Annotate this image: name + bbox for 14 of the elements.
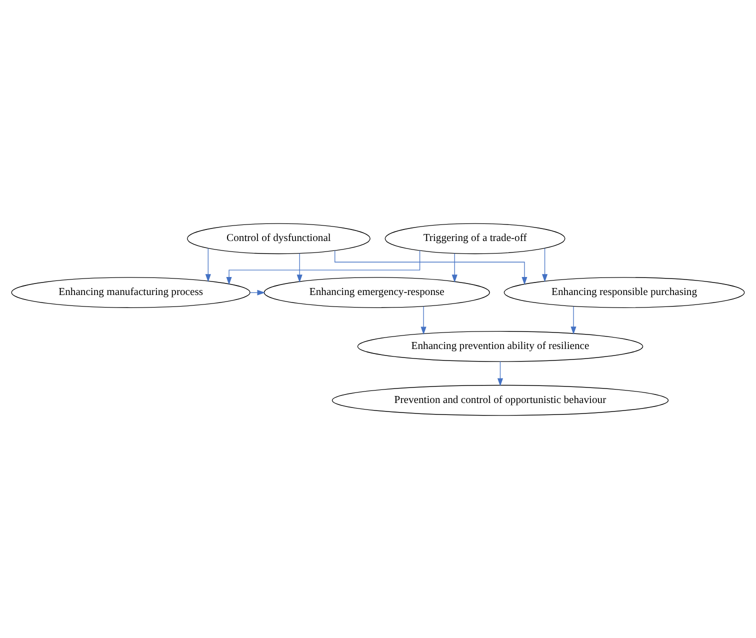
arrow <box>334 250 528 284</box>
arrow <box>296 252 302 282</box>
arrow <box>226 250 420 284</box>
node-ellipse: Enhancing emergency-response <box>264 276 490 308</box>
arrow <box>452 252 458 282</box>
arrow <box>205 247 211 282</box>
arrow <box>570 306 576 334</box>
node-ellipse: Triggering of a trade-off <box>384 222 566 254</box>
node-ellipse: Enhancing prevention ability of resilience <box>357 330 644 362</box>
arrow <box>497 360 504 386</box>
node-ellipse: Prevention and control of opportunistic behaviour <box>332 384 669 416</box>
arrow <box>542 247 548 282</box>
node-ellipse: Control of dysfunctional <box>187 222 370 254</box>
arrow <box>420 306 426 334</box>
